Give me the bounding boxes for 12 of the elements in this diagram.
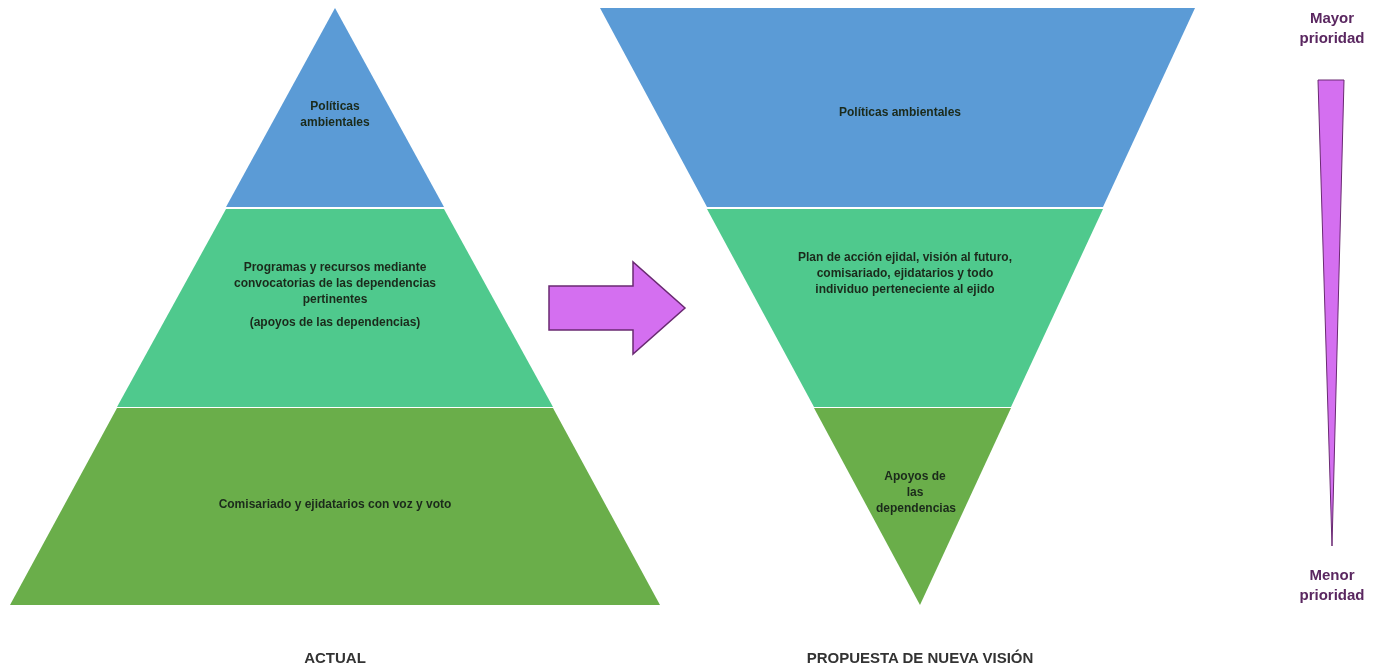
level-text: Políticas ambientales	[837, 104, 963, 121]
level-text: Apoyos de las dependencias	[876, 468, 954, 517]
level-text: Comisariado y ejidatarios con voz y voto	[217, 496, 453, 513]
pyramid-title: PROPUESTA DE NUEVA VISIÓN	[805, 648, 1035, 668]
priority-label: Mayor prioridad	[1298, 8, 1366, 47]
pyramid-title: ACTUAL	[303, 648, 367, 668]
level-text: (apoyos de las dependencias)	[248, 313, 422, 330]
level-text: Programas y recursos mediante convocatorias de las dependencias pertinentes	[233, 259, 437, 308]
level-text: Políticas ambientales	[299, 98, 371, 131]
block-arrow	[548, 260, 687, 356]
priority-label: Menor prioridad	[1298, 565, 1366, 604]
level-text: Plan de acción ejidal, visión al futuro, comisariado, ejidatarios y todo individuo perteneciente al ejido	[797, 249, 1013, 298]
